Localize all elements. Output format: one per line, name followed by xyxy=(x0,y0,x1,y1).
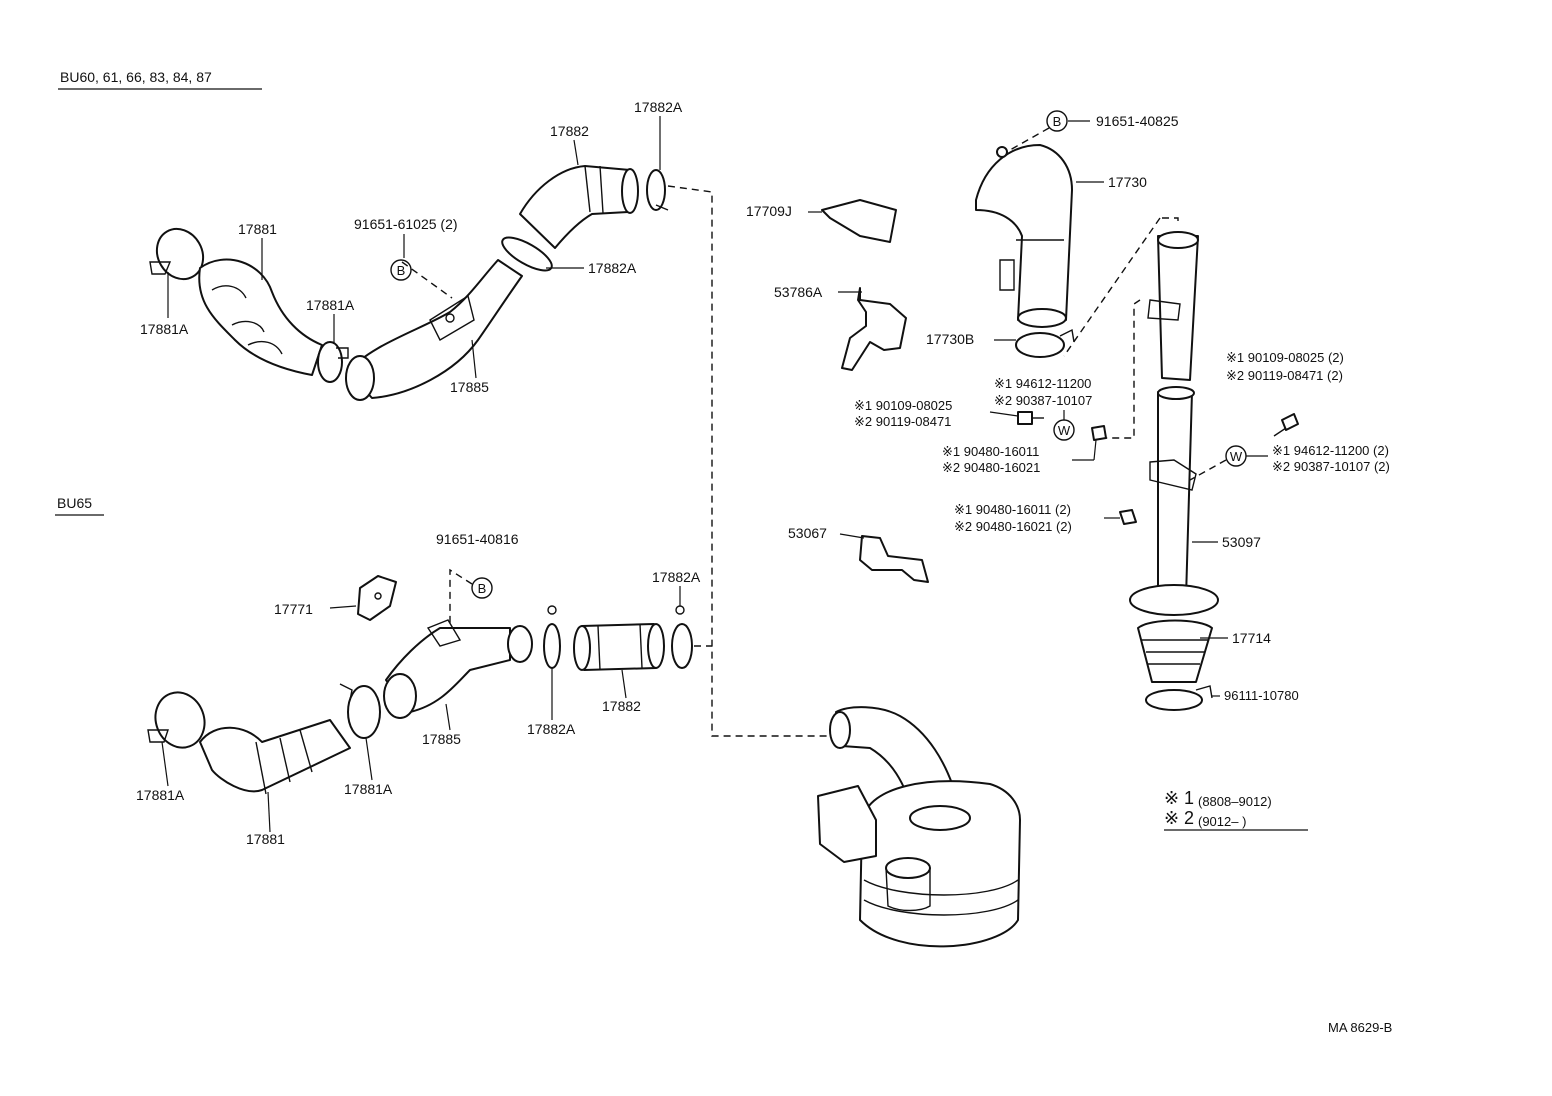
svg-text:W: W xyxy=(1230,449,1243,464)
date-legend: ※ 1 (8808–9012) ※ 2 (9012– ) xyxy=(1164,788,1308,831)
svg-text:B: B xyxy=(1053,114,1062,129)
lower-clamp-17882A-right xyxy=(671,605,693,669)
clamp-17730B xyxy=(1015,328,1075,358)
label-n2-90480: ※2 90480-16021 xyxy=(942,460,1040,475)
diagram-id: MA 8629-B xyxy=(1328,1020,1392,1035)
intake-pipe-upper xyxy=(1063,217,1199,439)
label-17882A-mid: 17882A xyxy=(588,260,637,276)
label-17882A-low: 17882A xyxy=(652,569,701,585)
label-17881-top: 17881 xyxy=(238,221,277,237)
label-17709J: 17709J xyxy=(746,203,792,219)
air-cleaner xyxy=(817,706,1021,948)
legend-range-2: (9012– ) xyxy=(1198,814,1246,829)
part-labels: 17882A 17882 91651-61025 (2) 17881 17882… xyxy=(136,99,1390,847)
dashed-guide-b-lower xyxy=(449,568,473,630)
intake-pipe-53097 xyxy=(1129,386,1219,616)
svg-text:W: W xyxy=(1058,423,1071,438)
label-53067: 53067 xyxy=(788,525,827,541)
label-n1-90480-bottom: ※1 90480-16011 (2) xyxy=(954,502,1071,517)
label-53097: 53097 xyxy=(1222,534,1261,550)
label-17882A-low2: 17882A xyxy=(527,721,576,737)
label-n1-94612-right: ※1 94612-11200 (2) xyxy=(1272,443,1389,458)
label-n2-90387: ※2 90387-10107 xyxy=(994,393,1092,408)
label-17881A-right: 17881A xyxy=(306,297,355,313)
section-title-upper: BU60, 61, 66, 83, 84, 87 xyxy=(60,69,212,85)
label-n2-90480-bottom: ※2 90480-16021 (2) xyxy=(954,519,1072,534)
upper-hose-17882 xyxy=(501,165,669,272)
label-n1-90109-right: ※1 90109-08025 (2) xyxy=(1226,350,1344,365)
label-17714: 17714 xyxy=(1232,630,1271,646)
label-17730: 17730 xyxy=(1108,174,1147,190)
callout-w-right: W xyxy=(1225,445,1247,467)
callout-b-upper: B xyxy=(390,259,412,281)
air-duct-17730 xyxy=(975,144,1073,328)
nut-bottom xyxy=(1119,509,1137,525)
label-91651-40816: 91651-40816 xyxy=(436,531,519,547)
bracket-53067 xyxy=(859,535,929,583)
bolt-right xyxy=(1273,413,1299,437)
lower-hose-17881 xyxy=(147,683,381,795)
label-91651-40825: 91651-40825 xyxy=(1096,113,1179,129)
svg-text:1: 1 xyxy=(1184,788,1194,808)
bolt-left xyxy=(1017,411,1044,425)
label-17885-low: 17885 xyxy=(422,731,461,747)
label-n2-90387-right: ※2 90387-10107 (2) xyxy=(1272,459,1390,474)
label-96111-10780: 96111-10780 xyxy=(1224,688,1299,703)
label-17882A-top: 17882A xyxy=(634,99,683,115)
svg-text:2: 2 xyxy=(1184,808,1194,828)
label-17881-low: 17881 xyxy=(246,831,285,847)
svg-text:B: B xyxy=(478,581,487,596)
section-title-lower: BU65 xyxy=(57,495,92,511)
bracket-17709J xyxy=(821,199,897,243)
label-17730B: 17730B xyxy=(926,331,974,347)
label-17882-top: 17882 xyxy=(550,123,589,139)
label-n1-94612: ※1 94612-11200 xyxy=(994,376,1091,391)
nut-left xyxy=(1091,425,1107,441)
dashed-guide-main xyxy=(667,185,832,737)
label-n1-90109-left: ※1 90109-08025 xyxy=(854,398,952,413)
dashed-guide-b-right xyxy=(1009,127,1050,151)
label-17882-low: 17882 xyxy=(602,698,641,714)
label-n2-90119-right: ※2 90119-08471 (2) xyxy=(1226,368,1343,383)
bellows-17714 xyxy=(1137,619,1213,711)
lower-pipe-17885 xyxy=(383,619,533,719)
callout-b-lower: B xyxy=(471,577,493,599)
label-n1-90480: ※1 90480-16011 xyxy=(942,444,1039,459)
label-17881A-low-left: 17881A xyxy=(136,787,185,803)
dashed-guide-b-upper xyxy=(401,261,453,299)
bracket-17771 xyxy=(357,575,397,621)
upper-hose-17881 xyxy=(149,227,349,383)
callout-w-left: W xyxy=(1053,419,1075,441)
lower-hose-17882 xyxy=(573,623,665,671)
upper-pipe-17885 xyxy=(345,259,523,401)
label-17881A-low-right: 17881A xyxy=(344,781,393,797)
bracket-53786A xyxy=(841,287,907,371)
label-17885-top: 17885 xyxy=(450,379,489,395)
label-n2-90119-left: ※2 90119-08471 xyxy=(854,414,951,429)
label-17771: 17771 xyxy=(274,601,313,617)
svg-text:※: ※ xyxy=(1164,808,1179,828)
legend-range-1: (8808–9012) xyxy=(1198,794,1272,809)
leader-lines xyxy=(161,116,1268,833)
label-17881A-left: 17881A xyxy=(140,321,189,337)
callout-b-right: B xyxy=(1046,110,1068,132)
svg-text:※: ※ xyxy=(1164,788,1179,808)
lower-clamp-17882A-left xyxy=(543,605,561,669)
svg-text:B: B xyxy=(397,263,406,278)
label-91651-61025: 91651-61025 (2) xyxy=(354,216,458,232)
label-53786A: 53786A xyxy=(774,284,823,300)
